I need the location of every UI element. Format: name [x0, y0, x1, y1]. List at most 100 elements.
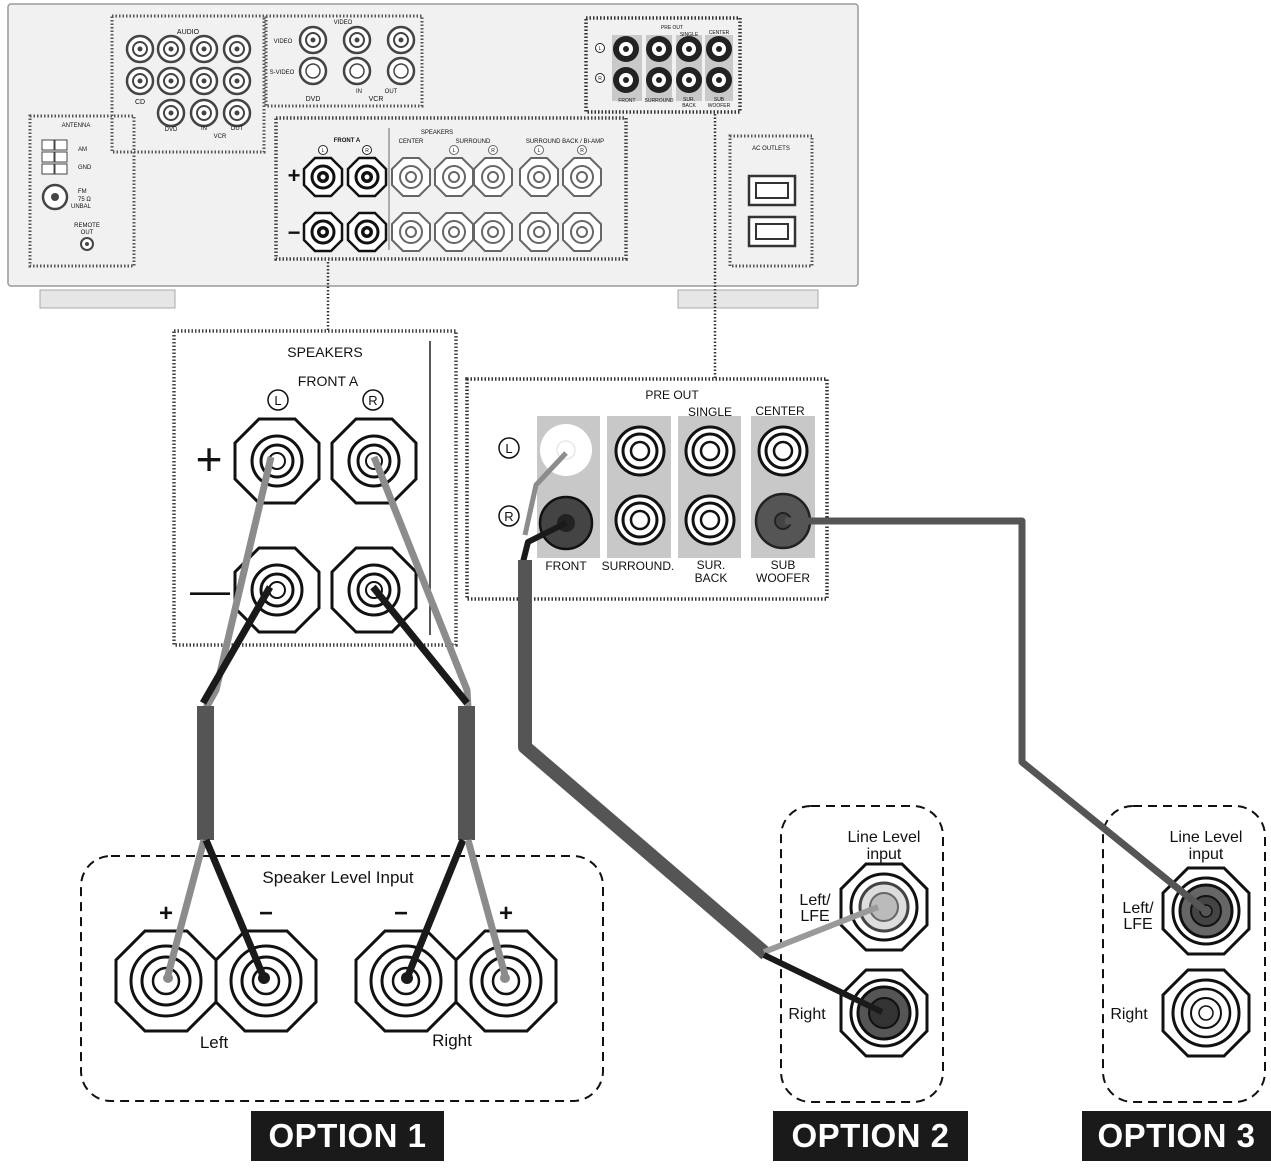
cable-right-minus-black [370, 584, 470, 706]
audio-vcr-in-label: IN [201, 126, 207, 132]
preout-detail-center: CENTER [755, 404, 805, 418]
receiver-foot-right [677, 289, 819, 309]
sur-back-left-preout-jack [684, 425, 736, 477]
fm-ohm-label: 75 Ω [78, 197, 91, 203]
speakers-detail-l-mark: L [274, 393, 281, 408]
antenna-am-label: AM [78, 147, 87, 153]
receiver-preout-center: CENTER [709, 30, 730, 36]
video-title: VIDEO [334, 20, 353, 26]
cable-left-plus-lead [164, 839, 208, 976]
cables [163, 451, 1210, 1015]
preout-detail-front: FRONT [545, 559, 587, 573]
receiver-preout-panel: PRE OUT SINGLE CENTER L R FRONT SURROUND… [584, 16, 742, 114]
audio-vcr-out-label: OUT [231, 126, 244, 132]
audio-title: AUDIO [177, 29, 200, 36]
preout-detail-panel: PRE OUT SINGLE CENTER L R FRONT SURROUND… [465, 377, 829, 601]
speakers-detail-minus: — [190, 569, 230, 613]
receiver-front-r-mark: R [365, 148, 369, 154]
antenna-panel: ANTENNA AM GND FM 75 Ω UNBAL REMOTE OUT [28, 114, 136, 268]
receiver-speakers-panel: FRONT A SPEAKERS CENTER SURROUND SURROUN… [274, 116, 628, 261]
remote-label: REMOTE [74, 223, 100, 229]
cable-left-minus-lead [202, 838, 268, 980]
receiver-preout-r-mark: R [598, 76, 602, 82]
receiver-front-a-label: FRONT A [334, 138, 361, 144]
option1-right-minus: − [394, 900, 408, 927]
option1-right-label: Right [432, 1031, 472, 1050]
cable-option3-sub [785, 517, 1210, 915]
option3-right-jack [1161, 968, 1251, 1058]
receiver-center-label: CENTER [399, 139, 424, 145]
preout-detail-r-mark: R [504, 509, 513, 524]
option1-right-plus: + [499, 900, 513, 927]
surround-right-preout-jack [614, 494, 666, 546]
video-vcr-label: VCR [369, 96, 384, 103]
receiver-surround-label: SURROUND [456, 139, 491, 145]
audio-dvd-label: DVD [165, 127, 178, 133]
option2-title-line1: Line Level [848, 829, 921, 846]
preout-detail-woofer: WOOFER [756, 571, 810, 585]
preout-detail-l-mark: L [505, 441, 512, 456]
cable-right-sheath [458, 706, 475, 840]
option1-left-plus: + [159, 900, 173, 927]
audio-inputs-panel: AUDIO CD DVD IN OUT VCR [110, 14, 266, 154]
audio-vcr-label: VCR [214, 134, 227, 140]
antenna-gnd-label: GND [78, 165, 92, 171]
svideo-label: S-VIDEO [270, 70, 295, 76]
option2-left-label-2: LFE [800, 908, 829, 925]
preout-detail-surround: SURROUND. [602, 559, 675, 573]
option1-speaker-level-panel: Speaker Level Input + − − + Left Right [80, 855, 604, 1102]
speakers-detail-title: SPEAKERS [287, 344, 362, 360]
receiver-preout-sub: SUB [714, 97, 725, 103]
receiver-plus-sign: + [288, 163, 301, 188]
cable-right-plus-lead [464, 839, 509, 976]
option2-left-label-1: Left/ [799, 892, 831, 909]
receiver-preout-single: SINGLE [680, 32, 699, 38]
preout-detail-sur: SUR. [697, 558, 726, 572]
video-vcr-out-label: OUT [385, 89, 398, 95]
option1-left-minus: − [259, 900, 273, 927]
preout-detail-single: SINGLE [688, 405, 732, 419]
receiver-back-l-mark: L [538, 148, 541, 154]
video-label: VIDEO [274, 39, 293, 45]
option3-right-label: Right [1110, 1006, 1148, 1023]
video-dvd-label: DVD [306, 96, 321, 103]
cable-front-right-black [520, 520, 568, 563]
speakers-detail-front-a: FRONT A [298, 373, 359, 389]
option3-left-label-2: LFE [1123, 916, 1152, 933]
receiver-speakers-label: SPEAKERS [421, 130, 453, 136]
receiver-preout-title: PRE OUT [661, 25, 683, 31]
center-preout-jack [757, 425, 809, 477]
receiver-back-r-mark: R [580, 148, 584, 154]
cable-option2-sheath [518, 560, 771, 960]
cable-left-sheath [197, 706, 214, 840]
surround-left-preout-jack [614, 425, 666, 477]
receiver-preout-back: BACK [682, 103, 696, 109]
cable-right-minus-lead [403, 838, 467, 980]
option2-line-level-panel: Line Level input Left/ LFE Right [780, 805, 944, 1103]
receiver-surround-back-label: SURROUND BACK / BI-AMP [526, 139, 604, 145]
fm-label: FM [78, 189, 87, 195]
fm-unbal-label: UNBAL [71, 204, 92, 210]
preout-detail-back: BACK [695, 571, 728, 585]
receiver-surround-r-mark: R [491, 148, 495, 154]
option2-left-lfe-jack [839, 862, 929, 952]
option3-title-line2: input [1189, 846, 1224, 863]
remote-out-label: OUT [81, 230, 94, 236]
cable-left-plus-gray [202, 456, 275, 710]
option1-left-label: Left [200, 1033, 229, 1052]
option1-title: Speaker Level Input [262, 868, 413, 887]
preout-detail-title: PRE OUT [645, 388, 699, 402]
ac-outlets-label: AC OUTLETS [752, 146, 790, 152]
receiver-preout-surround: SURROUND [645, 98, 674, 104]
receiver-front-l-mark: L [322, 148, 325, 154]
receiver-rear-panel: AUDIO CD DVD IN OUT VCR VIDEO VIDEO S-VI… [7, 3, 859, 309]
front-a-left-plus-terminal [233, 417, 321, 505]
option3-left-label-1: Left/ [1122, 900, 1154, 917]
option2-right-jack [839, 968, 929, 1058]
speakers-detail-r-mark: R [368, 393, 377, 408]
option3-label: OPTION 3 [1082, 1111, 1271, 1161]
speakers-detail-plus: + [196, 433, 223, 485]
antenna-title: ANTENNA [62, 123, 91, 129]
